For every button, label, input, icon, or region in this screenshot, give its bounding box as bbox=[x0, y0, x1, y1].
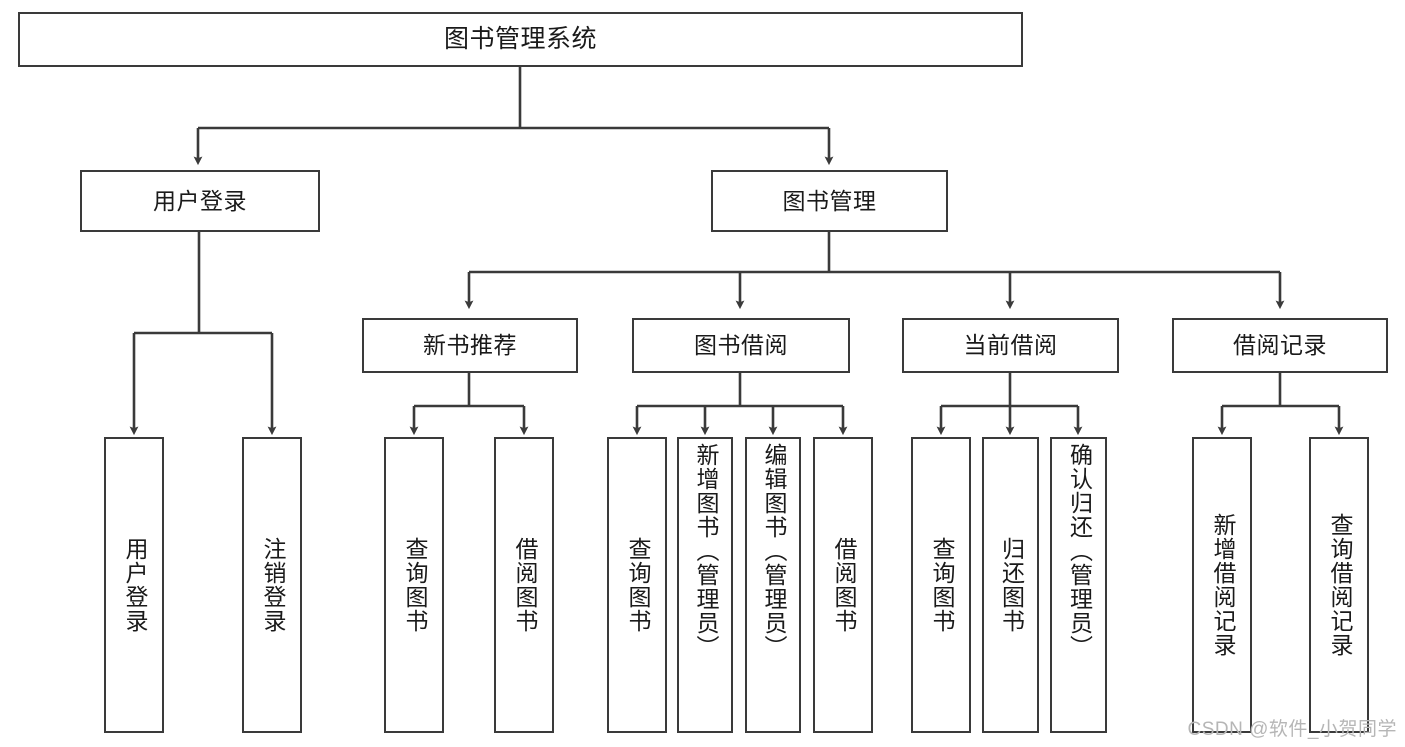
leaf-current-borrow-return-label: 归还图书 bbox=[998, 537, 1025, 633]
leaf-new-book-borrow[interactable]: 借阅图书 bbox=[494, 437, 554, 733]
leaf-user-login-login-label: 用户登录 bbox=[121, 537, 148, 633]
leaf-borrow-record-query-label: 查询借阅记录 bbox=[1326, 513, 1353, 657]
node-user-login-label: 用户登录 bbox=[153, 187, 247, 214]
node-new-book-recommend[interactable]: 新书推荐 bbox=[362, 318, 578, 373]
leaf-current-borrow-query[interactable]: 查询图书 bbox=[911, 437, 971, 733]
leaf-book-borrow-query[interactable]: 查询图书 bbox=[607, 437, 667, 733]
leaf-book-borrow-borrow-label: 借阅图书 bbox=[830, 537, 857, 633]
leaf-borrow-record-add-label: 新增借阅记录 bbox=[1209, 513, 1236, 657]
leaf-book-borrow-edit-label: 编辑图书（管理员） bbox=[760, 443, 787, 659]
leaf-new-book-query-label: 查询图书 bbox=[401, 537, 428, 633]
node-book-management-label: 图书管理 bbox=[782, 187, 877, 214]
node-current-borrow[interactable]: 当前借阅 bbox=[902, 318, 1119, 373]
node-book-management[interactable]: 图书管理 bbox=[711, 170, 948, 232]
leaf-current-borrow-confirm[interactable]: 确认归还（管理员） bbox=[1050, 437, 1107, 733]
leaf-book-borrow-query-label: 查询图书 bbox=[624, 537, 651, 633]
leaf-new-book-borrow-label: 借阅图书 bbox=[511, 537, 538, 633]
leaf-book-borrow-add-label: 新增图书（管理员） bbox=[692, 443, 719, 659]
node-current-borrow-label: 当前借阅 bbox=[963, 332, 1058, 359]
leaf-book-borrow-edit[interactable]: 编辑图书（管理员） bbox=[745, 437, 801, 733]
node-book-borrow-label: 图书借阅 bbox=[694, 332, 788, 359]
leaf-user-login-logout-label: 注销登录 bbox=[259, 537, 286, 633]
leaf-borrow-record-add[interactable]: 新增借阅记录 bbox=[1192, 437, 1252, 733]
leaf-book-borrow-add[interactable]: 新增图书（管理员） bbox=[677, 437, 733, 733]
leaf-user-login-logout[interactable]: 注销登录 bbox=[242, 437, 302, 733]
node-user-login[interactable]: 用户登录 bbox=[80, 170, 320, 232]
node-new-book-recommend-label: 新书推荐 bbox=[423, 332, 517, 359]
leaf-current-borrow-return[interactable]: 归还图书 bbox=[982, 437, 1039, 733]
node-root[interactable]: 图书管理系统 bbox=[18, 12, 1023, 67]
node-book-borrow[interactable]: 图书借阅 bbox=[632, 318, 850, 373]
leaf-new-book-query[interactable]: 查询图书 bbox=[384, 437, 444, 733]
leaf-book-borrow-borrow[interactable]: 借阅图书 bbox=[813, 437, 873, 733]
node-borrow-record[interactable]: 借阅记录 bbox=[1172, 318, 1388, 373]
leaf-borrow-record-query[interactable]: 查询借阅记录 bbox=[1309, 437, 1369, 733]
leaf-current-borrow-confirm-label: 确认归还（管理员） bbox=[1066, 443, 1093, 659]
watermark: CSDN @软件_小贺同学 bbox=[1187, 719, 1397, 740]
leaf-user-login-login[interactable]: 用户登录 bbox=[104, 437, 164, 733]
node-borrow-record-label: 借阅记录 bbox=[1233, 332, 1327, 359]
leaf-current-borrow-query-label: 查询图书 bbox=[928, 537, 955, 633]
node-root-label: 图书管理系统 bbox=[443, 25, 597, 53]
